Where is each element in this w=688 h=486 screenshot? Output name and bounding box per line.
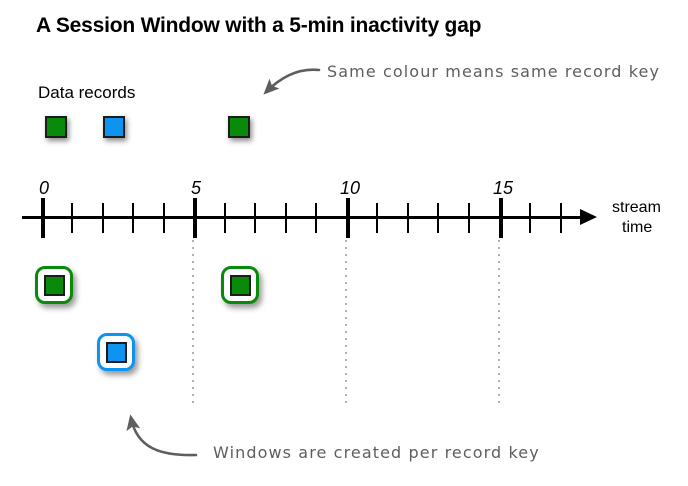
annotation-windows-per-key-text: Windows are created per record key [213,443,540,462]
timeline-arrow-icon [580,209,597,225]
annotation-arrow-top [263,68,321,95]
axis-minor-tick [224,203,226,233]
axis-minor-tick [437,203,439,233]
axis-minor-tick [285,203,287,233]
window-record-square [105,341,127,363]
axis-major-tick-10 [346,198,350,238]
guide-line-15 [498,240,500,406]
axis-major-tick-5 [193,198,197,238]
axis-tick-label-10: 10 [339,178,361,198]
guide-line-10 [345,240,347,406]
annotation-arrow-bottom [126,414,198,457]
session-window-blue-1 [97,333,135,371]
axis-minor-tick [529,203,531,233]
axis-major-tick-15 [499,198,503,238]
data-record-square-3 [228,116,250,138]
data-records-label: Data records [38,83,136,102]
data-record-square-2 [103,116,125,138]
axis-minor-tick [468,203,470,233]
axis-caption-line-1: stream [612,199,661,216]
data-record-square-1 [45,116,67,138]
session-window-green-1 [35,266,73,304]
axis-minor-tick [132,203,134,233]
axis-tick-label-5: 5 [190,178,202,198]
axis-tick-label-15: 15 [492,178,514,198]
axis-caption-stream-time: stream time [612,198,661,238]
axis-minor-tick [376,203,378,233]
axis-minor-tick [254,203,256,233]
axis-tick-label-0: 0 [38,178,50,198]
window-record-square [43,274,65,296]
annotation-same-colour-text: Same colour means same record key [327,62,661,81]
timeline-axis-line [22,216,584,219]
axis-minor-tick [163,203,165,233]
guide-line-5 [192,240,194,406]
axis-minor-tick [560,203,562,233]
session-window-green-2 [221,266,259,304]
axis-minor-tick [315,203,317,233]
axis-minor-tick [102,203,104,233]
axis-minor-tick [71,203,73,233]
window-record-square [229,274,251,296]
axis-caption-line-2: time [622,219,653,236]
axis-major-tick-0 [41,198,45,238]
axis-minor-tick [407,203,409,233]
page-title: A Session Window with a 5-min inactivity… [36,14,482,37]
